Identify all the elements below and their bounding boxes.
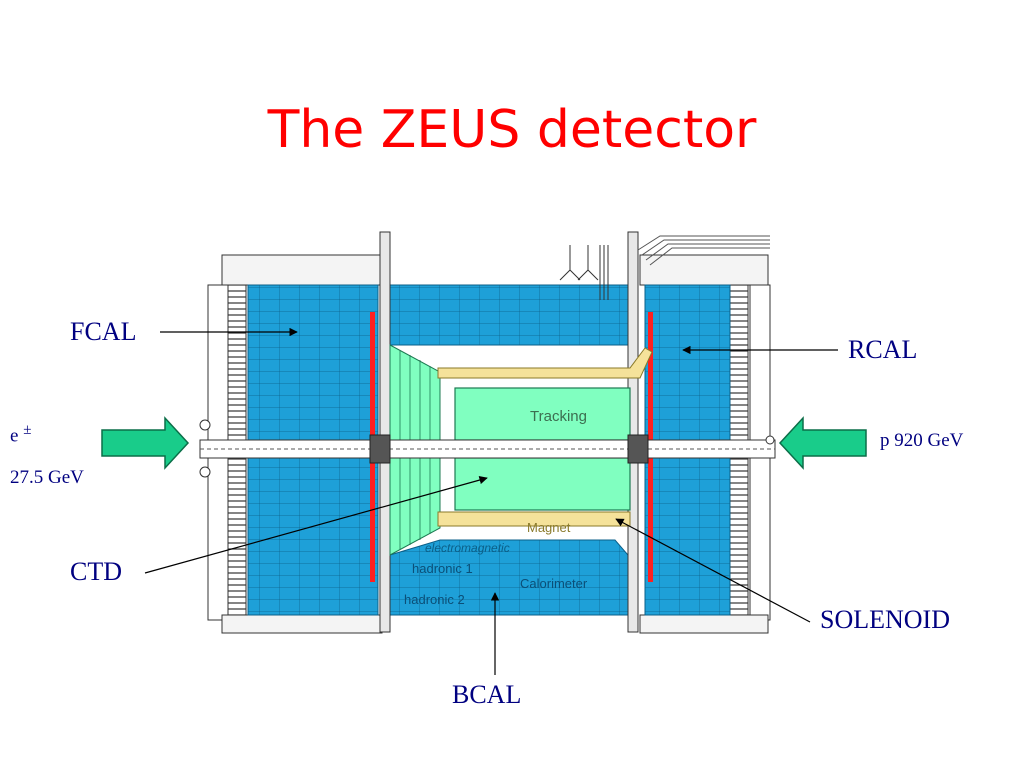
electromagnetic-label: electromagnetic (425, 541, 510, 555)
page-title: The ZEUS detector (267, 100, 757, 160)
hadronic2-label: hadronic 2 (404, 592, 465, 607)
solenoid-leader (615, 518, 811, 623)
electron-label: e ± (10, 422, 31, 447)
solenoid-upper (437, 347, 653, 379)
proton-beam-arrow (778, 416, 867, 470)
tracking-label: Tracking (530, 408, 587, 425)
electron-beam-arrow (101, 416, 190, 470)
forward-tracking-steps (389, 344, 441, 556)
fcal-label: FCAL (70, 317, 137, 346)
electron-energy-label: 27.5 GeV (10, 467, 84, 488)
solenoid-lower (437, 511, 631, 527)
readout-connectors (559, 245, 609, 300)
electron-charge: ± (23, 422, 32, 438)
proton-energy-label: p 920 GeV (880, 430, 964, 451)
calorimeter-label: Calorimeter (520, 576, 588, 591)
hadronic1-label: hadronic 1 (412, 561, 473, 576)
beam-pipe (199, 419, 776, 478)
ctd-upper (454, 387, 631, 441)
ctd-lower (454, 457, 631, 511)
rcal-modules (644, 284, 731, 616)
ctd-label: CTD (70, 557, 122, 586)
bcal-modules (389, 284, 629, 616)
forward-end-plate (379, 231, 391, 633)
bcal-label: BCAL (452, 680, 522, 709)
magnet-label: Magnet (527, 520, 571, 535)
ctd-leader (144, 475, 488, 574)
rcal-label: RCAL (848, 335, 918, 364)
solenoid-label: SOLENOID (820, 605, 950, 634)
electron-symbol: e (10, 425, 19, 447)
cable-bundle (637, 235, 770, 266)
